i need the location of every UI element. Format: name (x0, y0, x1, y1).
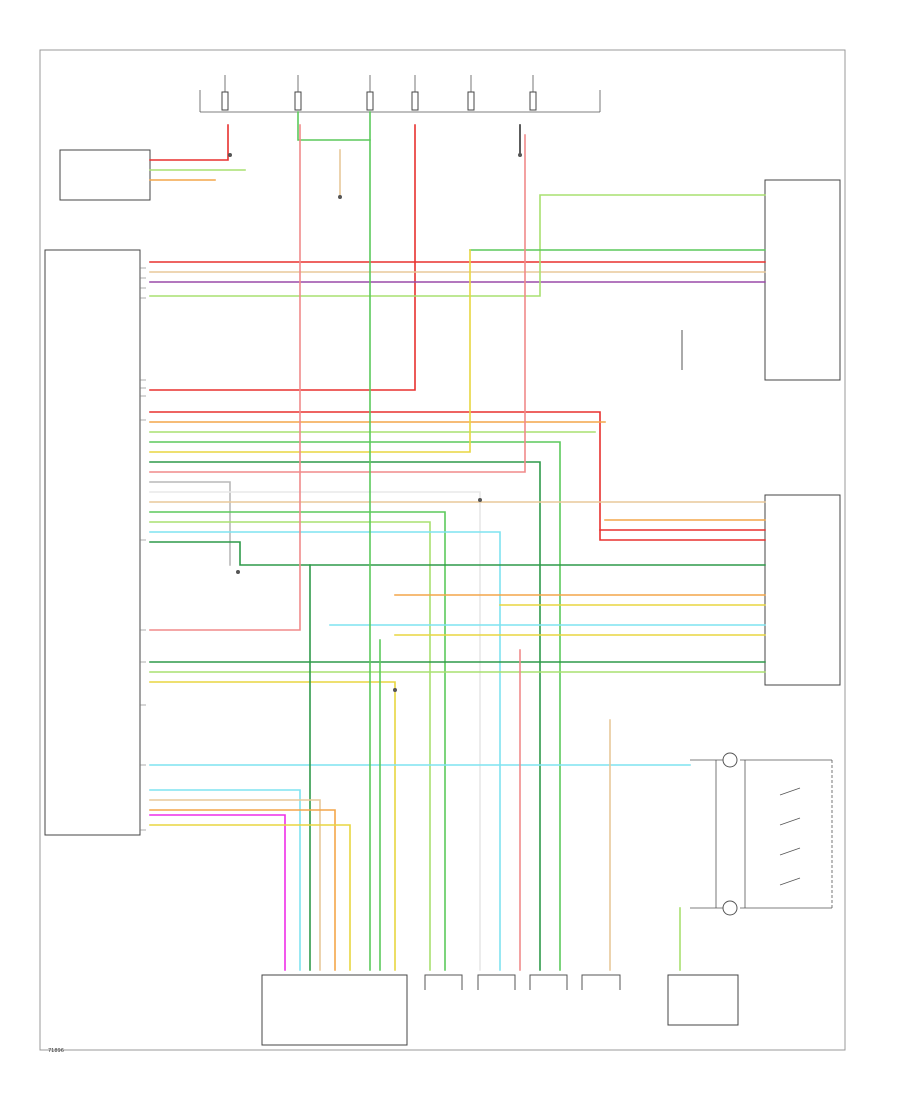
fuse-panel-box (59, 149, 151, 201)
wire-group-top-feeds (149, 111, 766, 391)
fuse-1 (221, 75, 229, 111)
ground-point (236, 570, 240, 574)
clockspring-box (667, 974, 739, 1026)
fuse-4 (411, 75, 419, 111)
fuse-feed-row (199, 75, 601, 113)
ground-markers (228, 153, 522, 692)
splice-point (478, 498, 482, 502)
switch-2 (779, 817, 801, 826)
wire-group-steering (149, 789, 681, 971)
steering-switch-box (690, 752, 833, 916)
figure-id: 71896 (48, 1048, 64, 1054)
ground-point (338, 195, 342, 199)
amplifier-box (764, 494, 841, 686)
diagram-frame (39, 49, 846, 1051)
cd-changer-box (764, 179, 841, 381)
fuse-6 (529, 75, 537, 111)
switch-1 (779, 787, 801, 796)
wire-group-speakers (149, 134, 766, 971)
speaker-left-rear (477, 974, 516, 990)
speaker-left-front (424, 974, 463, 990)
radio-box (44, 249, 141, 836)
fuse-2 (294, 75, 302, 111)
splice-point (228, 153, 232, 157)
switch-3 (779, 847, 801, 856)
connector-block (261, 974, 408, 1046)
fuse-5 (467, 75, 475, 111)
radio-pins (140, 267, 146, 831)
wire-group-amplifier (149, 111, 766, 971)
fuse-3 (366, 75, 374, 111)
speaker-right-front (529, 974, 568, 990)
speaker-right-rear (581, 974, 621, 990)
splice-point (393, 688, 397, 692)
splice-point (518, 153, 522, 157)
switch-4 (779, 877, 801, 886)
